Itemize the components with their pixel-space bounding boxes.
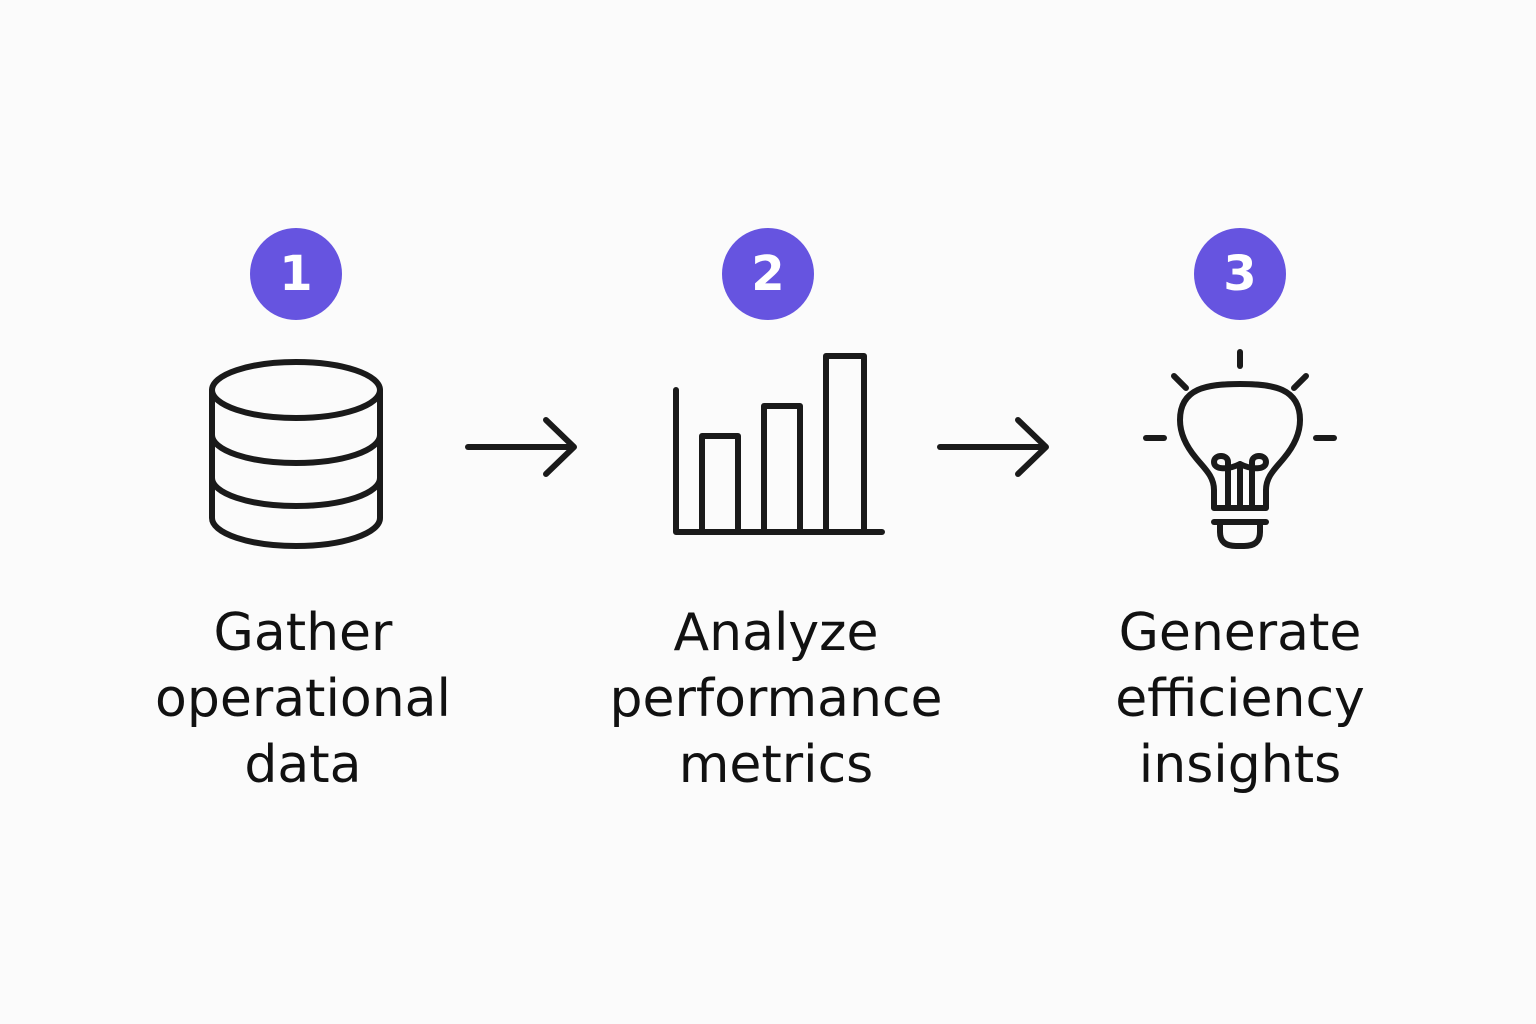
step-2-label-line-1: Analyze — [673, 603, 879, 663]
step-3-number-badge: 3 — [1194, 228, 1286, 320]
step-2-number-badge: 2 — [722, 228, 814, 320]
step-2-label-line-3: metrics — [678, 735, 874, 795]
lightbulb-icon — [1143, 349, 1337, 549]
step-3-label-line-1: Generate — [1118, 603, 1362, 663]
step-2-label: Analyze performance metrics — [566, 600, 986, 798]
arrow-right-icon — [465, 417, 577, 477]
arrow-right-icon — [937, 417, 1049, 477]
step-1-label-line-1: Gather — [213, 603, 393, 663]
step-3-label: Generate efficiency insights — [1030, 600, 1450, 798]
step-1-label-line-3: data — [244, 735, 362, 795]
step-3-label-line-3: insights — [1138, 735, 1342, 795]
step-1-label: Gather operational data — [93, 600, 513, 798]
database-icon — [209, 359, 383, 549]
step-1-label-line-2: operational — [155, 669, 451, 729]
step-1-number-badge: 1 — [250, 228, 342, 320]
bar-chart-icon — [673, 353, 885, 535]
step-3-label-line-2: efficiency — [1115, 669, 1365, 729]
step-2-label-line-2: performance — [609, 669, 943, 729]
